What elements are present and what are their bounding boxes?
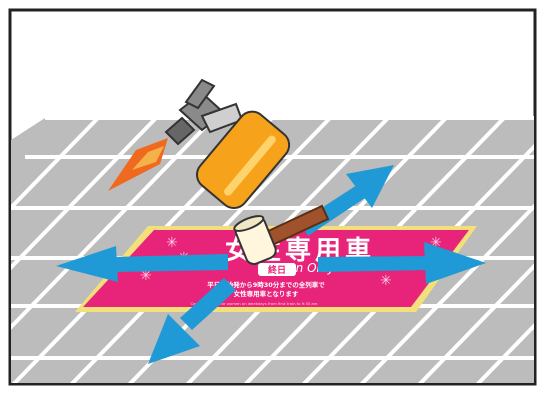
sticker-note-line2: 女性専用車となります	[234, 289, 299, 298]
sticker-badge: 終日	[268, 264, 286, 276]
svg-text:✳: ✳	[380, 273, 392, 289]
svg-text:✳: ✳	[166, 235, 178, 251]
